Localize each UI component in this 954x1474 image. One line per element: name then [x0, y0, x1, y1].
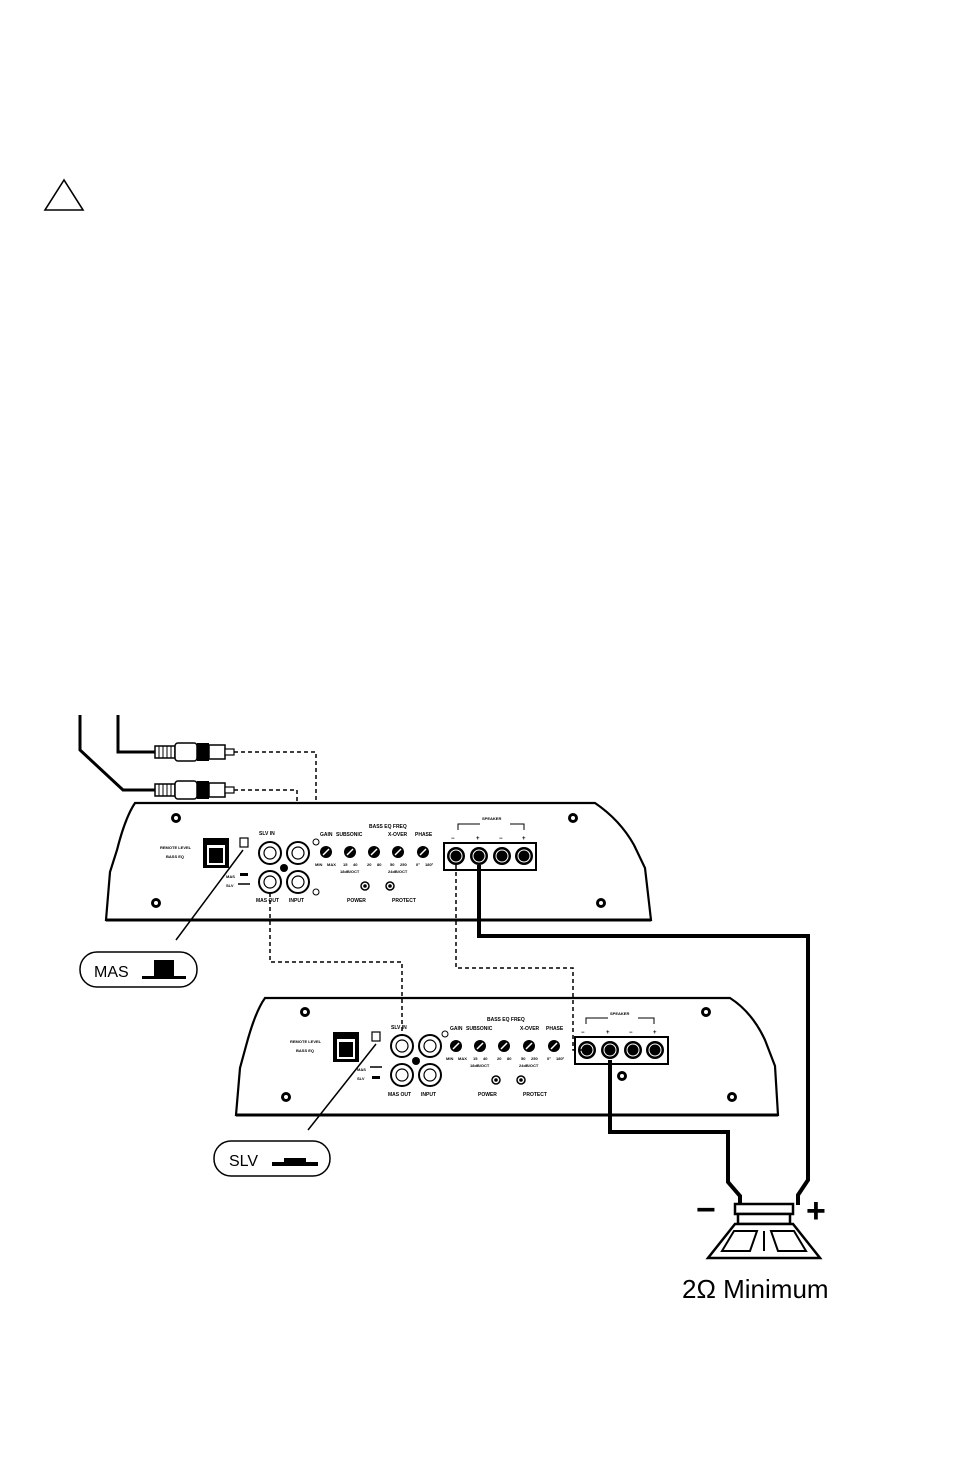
svg-text:SUBSONIC: SUBSONIC: [336, 832, 363, 838]
subwoofer-icon: [705, 1202, 823, 1260]
svg-text:GAIN: GAIN: [450, 1026, 463, 1032]
svg-text:50: 50: [521, 1056, 526, 1061]
svg-text:SLV: SLV: [357, 1076, 365, 1081]
svg-text:+: +: [522, 836, 526, 842]
svg-text:24dB/OCT: 24dB/OCT: [388, 869, 408, 874]
svg-text:SPEAKER: SPEAKER: [482, 816, 501, 821]
rca-plug-top: [154, 742, 235, 762]
impedance-label: 2Ω Minimum: [682, 1274, 829, 1304]
svg-text:MAS OUT: MAS OUT: [256, 898, 279, 904]
svg-text:0°: 0°: [416, 862, 420, 867]
svg-text:INPUT: INPUT: [421, 1092, 436, 1098]
rca-input-cables: [78, 715, 317, 840]
svg-text:250: 250: [400, 862, 407, 867]
slave-switch-label: SLV: [229, 1153, 258, 1170]
svg-text:50: 50: [390, 862, 395, 867]
svg-text:180°: 180°: [425, 862, 434, 867]
svg-text:+: +: [606, 1030, 610, 1036]
master-switch-callout: MAS: [79, 951, 198, 988]
warning-triangle-icon: [43, 178, 85, 211]
svg-text:SPEAKER: SPEAKER: [610, 1011, 629, 1016]
svg-text:BASS EQ FREQ: BASS EQ FREQ: [369, 824, 407, 830]
speaker-negative-label: −: [696, 1191, 716, 1229]
interconnect-wires: [175, 849, 810, 1205]
bass-eq-label: BASS EQ: [166, 854, 184, 859]
master-amplifier: REMOTE LEVEL BASS EQ MAS SLV SLV IN MAS …: [104, 801, 653, 922]
svg-text:20: 20: [367, 862, 372, 867]
slave-amplifier: REMOTE LEVEL BASS EQ MAS SLV SLV IN MAS …: [234, 996, 780, 1117]
svg-text:BASS EQ: BASS EQ: [296, 1048, 314, 1053]
svg-text:MIN: MIN: [446, 1056, 453, 1061]
remote-level-label: REMOTE LEVEL: [160, 845, 192, 850]
rca-plug-bottom: [154, 780, 235, 800]
svg-text:+: +: [653, 1030, 657, 1036]
svg-text:MAX: MAX: [458, 1056, 467, 1061]
svg-text:SLV IN: SLV IN: [259, 831, 275, 837]
svg-text:250: 250: [531, 1056, 538, 1061]
speaker-positive-label: +: [806, 1192, 826, 1230]
svg-text:INPUT: INPUT: [289, 898, 304, 904]
svg-text:SLV: SLV: [226, 883, 234, 888]
svg-text:MAS: MAS: [226, 874, 235, 879]
svg-text:MIN: MIN: [315, 862, 322, 867]
svg-text:15: 15: [343, 862, 348, 867]
svg-text:−: −: [629, 1030, 633, 1036]
svg-text:SUBSONIC: SUBSONIC: [466, 1026, 493, 1032]
svg-text:−: −: [499, 836, 503, 842]
svg-text:PROTECT: PROTECT: [392, 898, 416, 904]
svg-text:PHASE: PHASE: [415, 832, 433, 838]
svg-text:MAX: MAX: [327, 862, 336, 867]
svg-text:80: 80: [377, 862, 382, 867]
svg-text:PHASE: PHASE: [546, 1026, 564, 1032]
svg-text:80: 80: [507, 1056, 512, 1061]
svg-text:180°: 180°: [556, 1056, 565, 1061]
svg-text:40: 40: [483, 1056, 488, 1061]
svg-text:0°: 0°: [547, 1056, 551, 1061]
svg-text:−: −: [581, 1030, 585, 1036]
svg-text:X-OVER: X-OVER: [520, 1026, 540, 1032]
svg-text:POWER: POWER: [347, 898, 366, 904]
svg-text:24dB/OCT: 24dB/OCT: [519, 1063, 539, 1068]
svg-text:18dB/OCT: 18dB/OCT: [470, 1063, 490, 1068]
svg-text:GAIN: GAIN: [320, 832, 333, 838]
svg-text:BASS EQ FREQ: BASS EQ FREQ: [487, 1017, 525, 1023]
svg-text:15: 15: [473, 1056, 478, 1061]
slave-switch-callout: SLV: [213, 1140, 331, 1177]
mas-slv-switch-icon: [371, 1031, 381, 1042]
svg-text:40: 40: [353, 862, 358, 867]
svg-text:−: −: [451, 836, 455, 842]
mas-slv-switch-icon: [239, 837, 249, 848]
svg-text:PROTECT: PROTECT: [523, 1092, 547, 1098]
svg-text:REMOTE LEVEL: REMOTE LEVEL: [290, 1039, 322, 1044]
svg-text:18dB/OCT: 18dB/OCT: [340, 869, 360, 874]
svg-text:20: 20: [497, 1056, 502, 1061]
svg-text:MAS: MAS: [357, 1067, 366, 1072]
svg-text:POWER: POWER: [478, 1092, 497, 1098]
svg-text:X-OVER: X-OVER: [388, 832, 408, 838]
master-switch-label: MAS: [94, 964, 129, 981]
svg-text:SLV IN: SLV IN: [391, 1025, 407, 1031]
svg-text:+: +: [476, 836, 480, 842]
svg-text:MAS OUT: MAS OUT: [388, 1092, 411, 1098]
